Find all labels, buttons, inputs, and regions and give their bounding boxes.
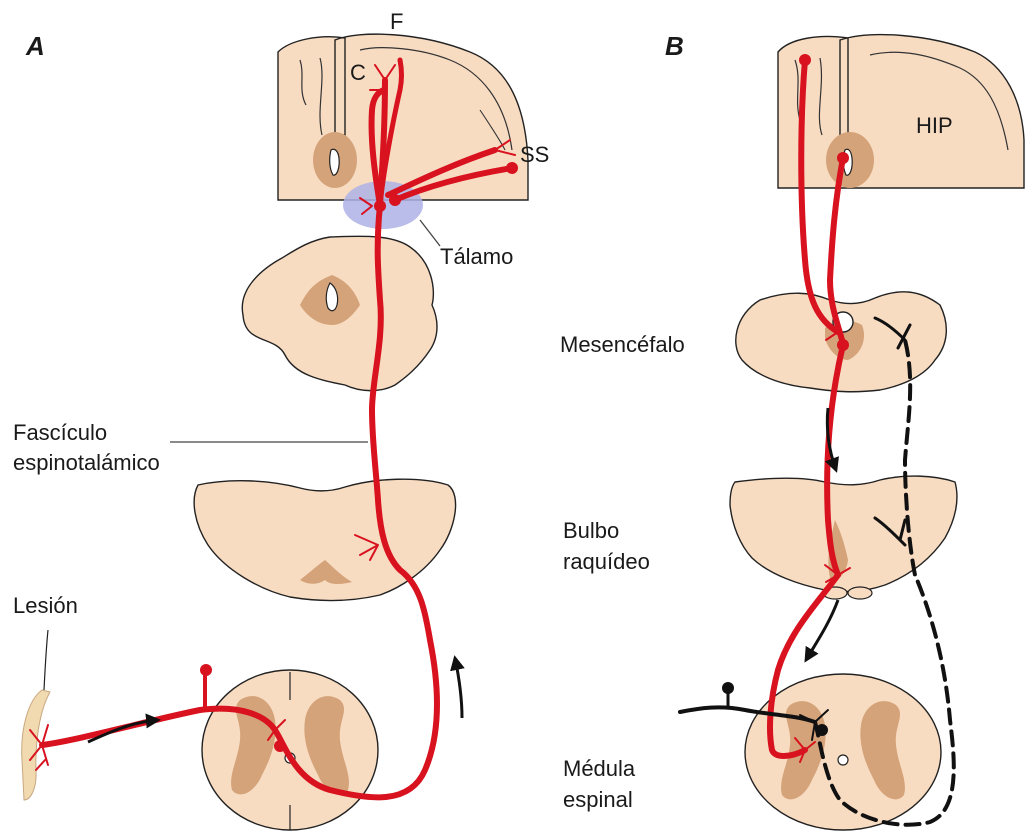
label-f: F	[390, 9, 403, 34]
label-hip: HIP	[916, 113, 953, 138]
label-talamo: Tálamo	[440, 244, 513, 269]
label-bulbo-line2: raquídeo	[563, 549, 650, 574]
spinal-cord-section-a	[202, 670, 378, 830]
talamo-pointer-line	[420, 220, 440, 246]
label-mesencefalo: Mesencéfalo	[560, 332, 685, 357]
arrow-ascending-a	[455, 658, 462, 718]
label-lesion: Lesión	[13, 593, 78, 618]
cortex-section-a	[278, 34, 528, 200]
label-bulbo-line1: Bulbo	[563, 518, 619, 543]
label-medula-line1: Médula	[563, 756, 636, 781]
label-ss: SS	[520, 142, 549, 167]
cortex-section-b	[778, 35, 1024, 188]
black-terminal-dot	[722, 682, 734, 694]
panel-b-letter: B	[665, 31, 684, 61]
label-medula-line2: espinal	[563, 787, 633, 812]
medulla-section-b	[730, 476, 957, 592]
label-fasciculo-line1: Fascículo	[13, 420, 107, 445]
black-terminal-dot-2	[816, 724, 828, 736]
label-fasciculo-line2: espinotalámico	[13, 450, 160, 475]
medulla-section-a	[194, 479, 455, 600]
lesion-pointer-line	[44, 630, 48, 690]
panel-a-letter: A	[25, 31, 45, 61]
label-c: C	[350, 60, 366, 85]
